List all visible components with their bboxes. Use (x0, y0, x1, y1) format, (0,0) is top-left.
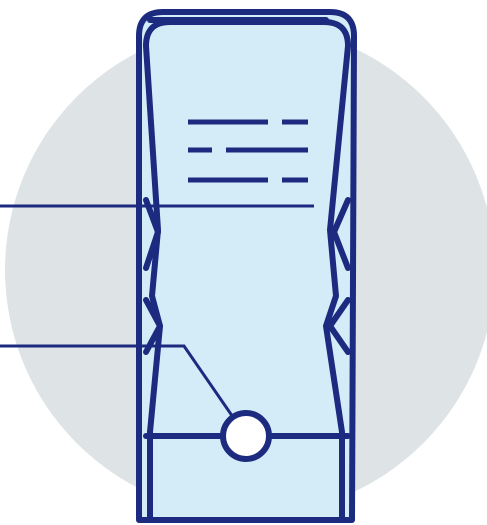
round-button-icon (223, 413, 269, 459)
